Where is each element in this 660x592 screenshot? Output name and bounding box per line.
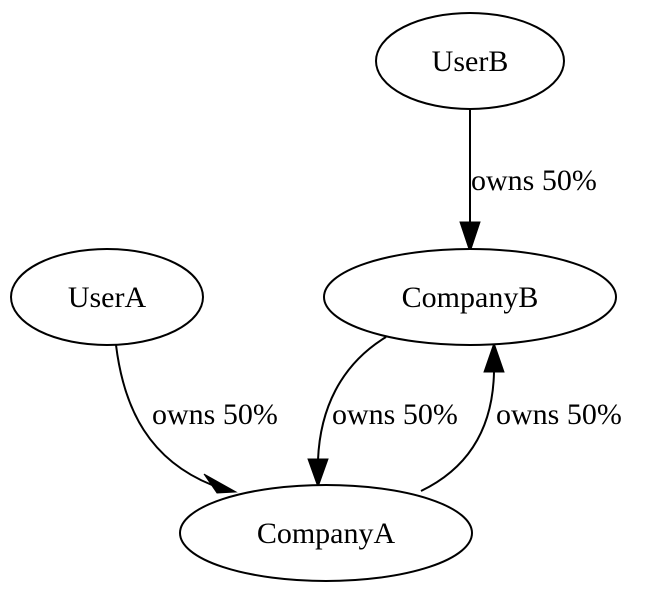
edge-companyb-to-companya: owns 50% xyxy=(307,336,458,489)
edge-companyb-to-companya-line xyxy=(317,336,387,461)
edge-companya-to-companyb-arrowhead xyxy=(483,341,505,373)
node-companya: CompanyA xyxy=(179,484,473,582)
node-usera-shape xyxy=(10,248,204,346)
edge-companya-to-companyb-line xyxy=(420,371,495,492)
edge-usera-to-companya: owns 50% xyxy=(115,344,278,494)
node-companyb: CompanyB xyxy=(323,248,617,346)
edge-usera-to-companya-label: owns 50% xyxy=(152,398,278,431)
node-companya-shape xyxy=(179,484,473,582)
node-usera-label: UserA xyxy=(68,281,147,314)
edge-companyb-to-companya-label: owns 50% xyxy=(332,398,458,431)
edge-usera-to-companya-line xyxy=(115,344,213,486)
edge-userb-to-companyb-arrowhead xyxy=(459,221,481,254)
edge-userb-to-companyb-label: owns 50% xyxy=(471,164,597,197)
node-usera: UserA xyxy=(10,248,204,346)
node-companyb-shape xyxy=(323,248,617,346)
node-userb-label: UserB xyxy=(432,45,509,78)
edge-userb-to-companyb: owns 50% xyxy=(459,110,597,254)
edge-companyb-to-companya-arrowhead xyxy=(307,458,329,489)
node-companyb-label: CompanyB xyxy=(402,281,539,314)
edge-companya-to-companyb-label: owns 50% xyxy=(496,398,622,431)
node-companya-label: CompanyA xyxy=(257,517,396,550)
edge-usera-to-companya-arrowhead xyxy=(203,473,238,494)
node-userb-shape xyxy=(375,12,565,110)
node-userb: UserB xyxy=(375,12,565,110)
edge-companya-to-companyb: owns 50% xyxy=(420,341,622,492)
